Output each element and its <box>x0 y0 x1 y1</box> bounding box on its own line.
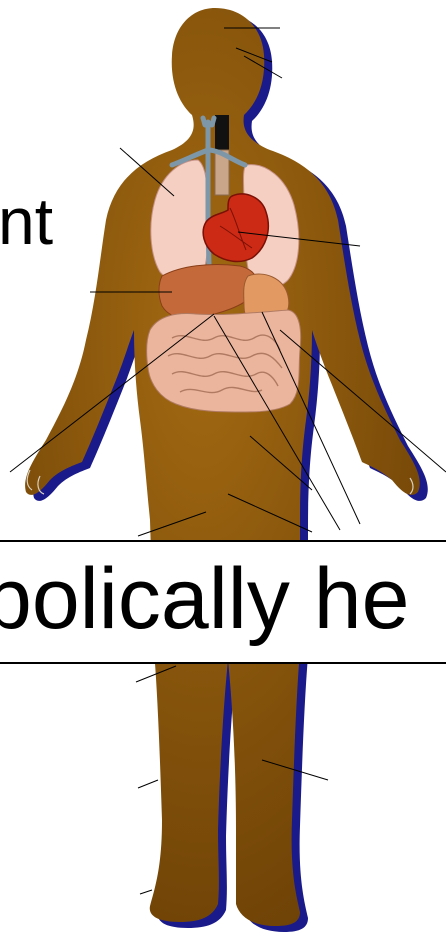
caption-text: bolically he <box>0 556 409 642</box>
large-intestine <box>147 310 301 412</box>
trachea <box>215 115 229 153</box>
slide-text-fragment: nt <box>0 188 53 254</box>
caption-banner: bolically he <box>0 540 446 664</box>
